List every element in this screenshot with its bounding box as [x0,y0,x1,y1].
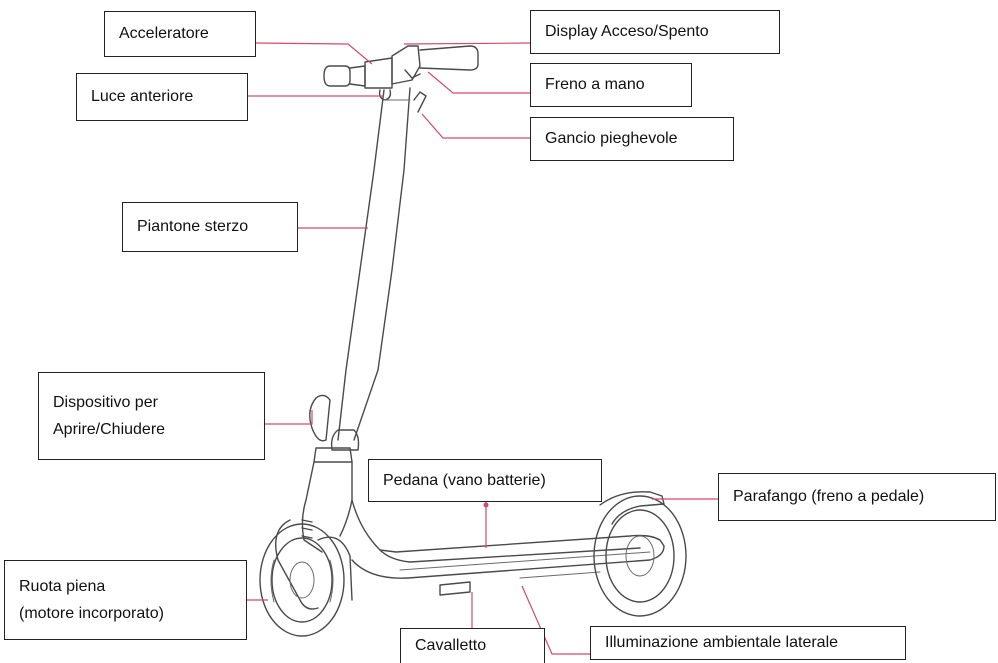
label-pedana: Pedana (vano batterie) [368,459,602,502]
label-acceleratore-text: Acceleratore [119,25,209,42]
label-piantone: Piantone sterzo [122,202,298,252]
label-ruota-line1: Ruota piena [19,578,106,595]
label-ruota: Ruota piena (motore incorporato) [4,560,247,640]
label-piantone-text: Piantone sterzo [137,218,249,235]
label-parafango-text: Parafango (freno a pedale) [733,488,925,505]
label-cavalletto: Cavalletto [400,628,545,663]
label-display: Display Acceso/Spento [530,10,780,54]
front-wheel [259,523,345,637]
label-dispositivo-line2: Aprire/Chiudere [53,421,166,438]
label-freno-mano-text: Freno a mano [545,76,645,93]
label-illuminazione-text: Illuminazione ambientale laterale [605,634,839,651]
label-freno-mano: Freno a mano [530,63,692,107]
label-gancio: Gancio pieghevole [530,117,734,161]
label-pedana-text: Pedana (vano batterie) [383,471,546,489]
label-dispositivo-line1: Dispositivo per [53,394,158,411]
label-gancio-text: Gancio pieghevole [545,130,678,147]
label-luce-anteriore-text: Luce anteriore [91,88,194,105]
label-illuminazione: Illuminazione ambientale laterale [590,626,906,660]
rear-wheel [593,491,687,617]
handlebar [323,45,479,113]
front-fork [275,461,353,610]
leader-lines [247,42,718,655]
steering-column [337,87,411,441]
label-luce-anteriore: Luce anteriore [76,73,248,121]
folding-device [309,394,360,463]
deck [351,499,665,596]
label-ruota-line2: (motore incorporato) [19,605,164,622]
label-cavalletto-text: Cavalletto [415,637,487,654]
label-acceleratore: Acceleratore [104,11,256,57]
label-dispositivo: Dispositivo per Aprire/Chiudere [38,372,265,460]
label-display-text: Display Acceso/Spento [545,23,709,40]
label-parafango: Parafango (freno a pedale) [718,473,996,521]
